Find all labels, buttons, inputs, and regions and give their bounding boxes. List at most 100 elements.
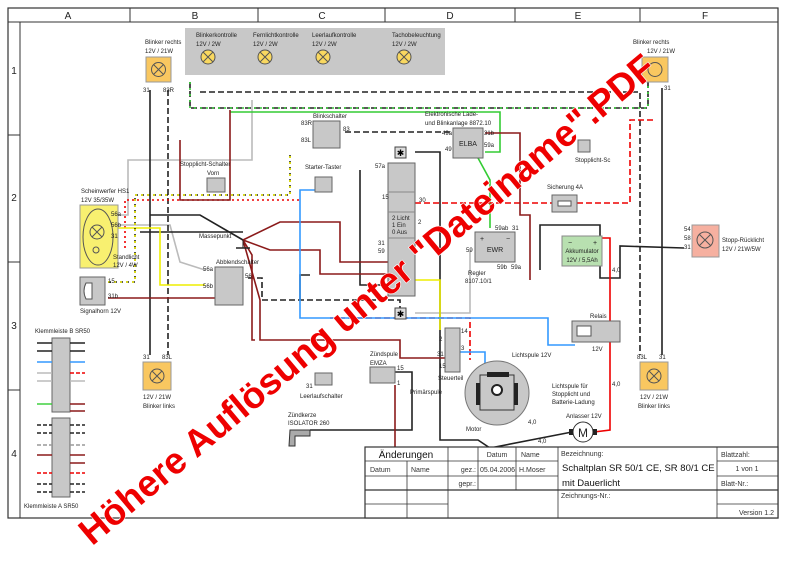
svg-text:56a: 56a xyxy=(111,212,122,218)
svg-text:12V / 21W: 12V / 21W xyxy=(647,49,675,55)
svg-text:Signalhorn 12V: Signalhorn 12V xyxy=(80,309,121,315)
svg-text:49: 49 xyxy=(445,147,452,153)
svg-text:1 von 1: 1 von 1 xyxy=(736,466,759,473)
lamp-icon xyxy=(696,231,714,249)
svg-text:12V 35/35W: 12V 35/35W xyxy=(81,198,114,204)
svg-text:gez.:: gez.: xyxy=(461,467,476,474)
svg-text:Blinker links: Blinker links xyxy=(143,404,175,410)
svg-text:−: − xyxy=(506,236,510,243)
title-block: Änderungen Datum Name Datum Name gez.: g… xyxy=(364,446,779,519)
svg-text:Blatt-Nr.:: Blatt-Nr.: xyxy=(721,481,748,488)
svg-text:31: 31 xyxy=(111,234,118,240)
stopp-ruecklicht: 54 58 31 Stopp-Rücklicht 12V / 21W/5W xyxy=(684,224,764,258)
scheinwerfer: Scheinwerfer HS1 12V 35/35W 56a 56b 31 S… xyxy=(79,189,140,269)
svg-text:12V / 5,5Ah: 12V / 5,5Ah xyxy=(566,258,597,264)
svg-text:Zündkerze: Zündkerze xyxy=(288,413,317,419)
lamp-icon xyxy=(396,49,412,65)
klemmleiste-a: Klemmleiste A SR50 xyxy=(24,417,85,510)
svg-text:0 Aus: 0 Aus xyxy=(392,230,407,236)
svg-text:59: 59 xyxy=(466,248,473,254)
svg-text:Zündspule: Zündspule xyxy=(370,352,399,358)
svg-text:83L: 83L xyxy=(301,138,312,144)
akkumulator: − + Akkumulator 12V / 5,5Ah xyxy=(561,235,603,267)
svg-text:Blattzahl:: Blattzahl: xyxy=(721,452,750,459)
svg-text:31b: 31b xyxy=(108,294,119,300)
zuendkerze: Zündkerze ISOLATOR 260 xyxy=(288,413,330,447)
svg-text:56b: 56b xyxy=(203,284,214,290)
klemmleiste-b: Klemmleiste B SR50 xyxy=(35,329,91,413)
svg-text:31: 31 xyxy=(684,245,691,251)
svg-text:12V / 21W: 12V / 21W xyxy=(143,395,171,401)
svg-text:Elektronische Lade-: Elektronische Lade- xyxy=(425,112,478,118)
svg-text:EMZA: EMZA xyxy=(370,361,387,367)
svg-text:Standlicht: Standlicht xyxy=(113,255,140,261)
svg-text:31: 31 xyxy=(659,355,666,361)
svg-text:59ab: 59ab xyxy=(495,226,509,232)
svg-text:Bezeichnung:: Bezeichnung: xyxy=(561,451,603,458)
svg-text:Leerlaufkontrolle: Leerlaufkontrolle xyxy=(312,33,357,39)
svg-text:Stopplicht-Sc: Stopplicht-Sc xyxy=(575,158,610,164)
svg-text:15: 15 xyxy=(108,279,115,285)
row-label: 4 xyxy=(11,449,17,460)
leerlaufschalter: 31 Leerlaufschalter xyxy=(300,372,343,400)
svg-text:ISOLATOR 260: ISOLATOR 260 xyxy=(288,421,330,427)
column-label: B xyxy=(192,11,199,22)
svg-text:15: 15 xyxy=(439,364,446,370)
row-label: 3 xyxy=(11,321,17,332)
svg-text:Klemmleiste B SR50: Klemmleiste B SR50 xyxy=(35,329,91,335)
lamp-icon xyxy=(647,62,663,77)
svg-text:Scheinwerfer HS1: Scheinwerfer HS1 xyxy=(81,189,130,195)
svg-text:Blinker rechts: Blinker rechts xyxy=(633,40,669,46)
svg-text:12V / 2W: 12V / 2W xyxy=(392,42,417,48)
svg-text:Blinker links: Blinker links xyxy=(638,404,670,410)
svg-text:59b: 59b xyxy=(497,265,508,271)
lamp-icon xyxy=(200,49,216,65)
svg-text:Lichtspule 12V: Lichtspule 12V xyxy=(512,353,551,359)
svg-text:Relais: Relais xyxy=(590,314,607,320)
ewr-regler: EWR + − 59ab 31 59 59b 59a Regler 8107.1… xyxy=(465,226,522,285)
svg-text:12V / 21W: 12V / 21W xyxy=(145,49,173,55)
svg-text:Regler: Regler xyxy=(468,271,486,277)
svg-text:49a: 49a xyxy=(442,131,453,137)
svg-text:Blinker rechts: Blinker rechts xyxy=(145,40,181,46)
svg-text:Anlasser 12V: Anlasser 12V xyxy=(566,414,602,420)
svg-text:83R: 83R xyxy=(163,88,175,94)
svg-text:Stopplicht und: Stopplicht und xyxy=(552,392,590,398)
svg-text:Änderungen: Änderungen xyxy=(379,449,434,461)
svg-text:Abblendschalter: Abblendschalter xyxy=(216,260,259,266)
svg-text:Starter-Taster: Starter-Taster xyxy=(305,165,341,171)
lamp-icon xyxy=(149,368,165,384)
blinker-rechts-right: Blinker rechts 12V / 21W 31 xyxy=(633,40,675,92)
svg-text:54: 54 xyxy=(684,227,691,233)
stopplicht-schalter-vorn: Stopplicht-Schalter Vorn xyxy=(180,162,230,193)
svg-text:Vorn: Vorn xyxy=(207,171,219,177)
starter-taster: Starter-Taster xyxy=(305,165,341,193)
connector-icon: ✱ xyxy=(394,307,407,320)
svg-text:12V / 2W: 12V / 2W xyxy=(253,42,278,48)
elba: Elektronische Lade- und Blinkanlage 8872… xyxy=(425,112,495,159)
svg-text:31: 31 xyxy=(664,86,671,92)
svg-text:83L: 83L xyxy=(637,355,648,361)
svg-text:56: 56 xyxy=(245,274,252,280)
svg-text:59a: 59a xyxy=(484,143,495,149)
svg-text:Akkumulator: Akkumulator xyxy=(565,249,598,255)
svg-text:Datum: Datum xyxy=(370,467,391,474)
column-label: F xyxy=(702,11,708,22)
svg-text:2: 2 xyxy=(439,337,443,343)
svg-text:Tachobeleuchtung: Tachobeleuchtung xyxy=(392,33,441,39)
svg-text:Massepunkt: Massepunkt xyxy=(199,234,232,240)
svg-text:8107.10/1: 8107.10/1 xyxy=(465,279,492,285)
svg-text:12V / 2W: 12V / 2W xyxy=(196,42,221,48)
zuendspule: Zündspule EMZA 15 1 xyxy=(369,352,404,387)
svg-text:31: 31 xyxy=(143,355,150,361)
svg-text:31: 31 xyxy=(437,352,444,358)
svg-text:31: 31 xyxy=(378,241,385,247)
svg-text:Klemmleiste A SR50: Klemmleiste A SR50 xyxy=(24,504,79,510)
svg-text:−: − xyxy=(568,240,572,247)
blinker-links-right: 83L 31 12V / 21W Blinker links xyxy=(637,355,670,410)
svg-text:31: 31 xyxy=(143,88,150,94)
sicherung: Sicherung 4A xyxy=(547,185,583,213)
svg-text:Stopp-Rücklicht: Stopp-Rücklicht xyxy=(722,238,764,244)
svg-text:gepr.:: gepr.: xyxy=(458,481,476,488)
connector-icon: ✱ xyxy=(394,146,407,159)
